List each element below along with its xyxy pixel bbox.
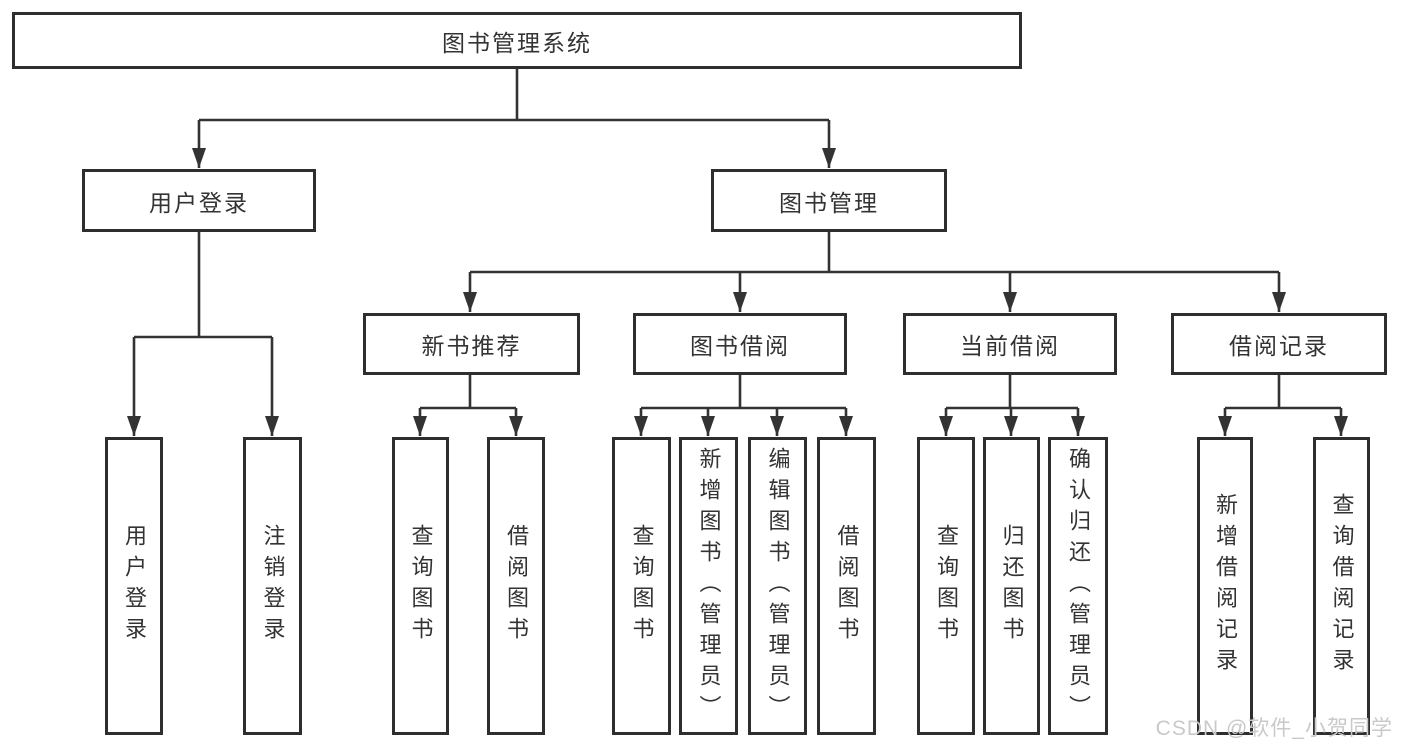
node-library-management-system-label: 图书管理系统 (442, 29, 592, 56)
leaf-query-books-3-label: 查询图书 (934, 524, 959, 648)
leaf-return-book: 归还图书 (983, 437, 1040, 735)
node-borrow-records: 借阅记录 (1171, 313, 1387, 375)
node-book-management: 图书管理 (711, 169, 947, 232)
leaf-query-borrow-record: 查询借阅记录 (1313, 437, 1370, 735)
node-borrow-records-label: 借阅记录 (1229, 333, 1329, 359)
leaf-confirm-return-admin: 确认归还（管理员） (1048, 437, 1108, 735)
node-book-borrow-label: 图书借阅 (690, 333, 790, 359)
leaf-add-borrow-record-label: 新增借阅记录 (1213, 493, 1238, 679)
node-new-book-recommend-label: 新书推荐 (421, 333, 522, 359)
leaf-confirm-return-admin-label: 确认归还（管理员） (1066, 446, 1091, 726)
node-book-management-label: 图书管理 (779, 189, 879, 216)
leaf-borrow-books-1-label: 借阅图书 (504, 524, 529, 648)
leaf-add-borrow-record: 新增借阅记录 (1197, 437, 1253, 735)
leaf-borrow-books-2: 借阅图书 (817, 437, 876, 735)
leaf-edit-book-admin: 编辑图书（管理员） (748, 437, 807, 735)
leaf-query-borrow-record-label: 查询借阅记录 (1329, 493, 1355, 679)
node-current-borrow: 当前借阅 (903, 313, 1117, 375)
leaf-add-book-admin: 新增图书（管理员） (679, 437, 738, 735)
leaf-logout: 注销登录 (243, 437, 302, 735)
leaf-user-login-label: 用户登录 (122, 524, 147, 648)
node-user-login-label: 用户登录 (149, 189, 249, 216)
node-current-borrow-label: 当前借阅 (960, 333, 1060, 359)
leaf-add-book-admin-label: 新增图书（管理员） (696, 446, 722, 726)
leaf-query-books-3: 查询图书 (917, 437, 975, 735)
node-new-book-recommend: 新书推荐 (363, 313, 580, 375)
leaf-edit-book-admin-label: 编辑图书（管理员） (765, 446, 791, 726)
leaf-borrow-books-2-label: 借阅图书 (834, 524, 860, 648)
leaf-query-books-2-label: 查询图书 (629, 524, 655, 648)
node-book-borrow: 图书借阅 (633, 313, 847, 375)
watermark: CSDN @软件_小贺同学 (1155, 717, 1393, 740)
leaf-return-book-label: 归还图书 (999, 524, 1025, 648)
leaf-user-login: 用户登录 (105, 437, 163, 735)
leaf-borrow-books-1: 借阅图书 (487, 437, 545, 735)
leaf-query-books-2: 查询图书 (612, 437, 671, 735)
node-user-login: 用户登录 (82, 169, 316, 232)
node-library-management-system: 图书管理系统 (12, 12, 1022, 69)
leaf-logout-label: 注销登录 (260, 524, 286, 648)
leaf-query-books-1-label: 查询图书 (408, 524, 434, 648)
leaf-query-books-1: 查询图书 (392, 437, 449, 735)
